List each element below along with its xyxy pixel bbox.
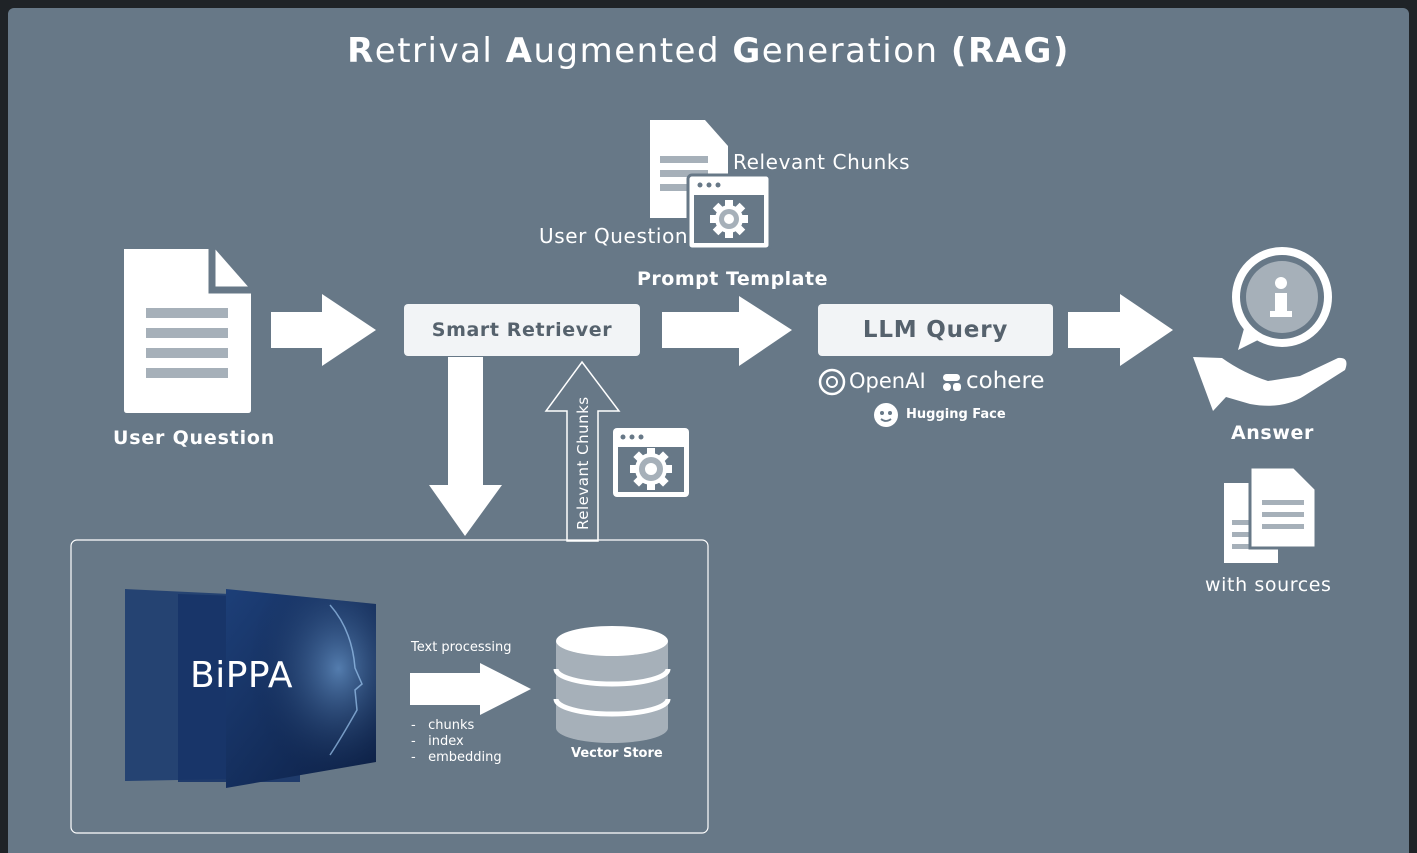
vector-store-pipeline-box — [70, 539, 709, 834]
processing-steps-list: - chunks - index - embedding — [411, 718, 502, 766]
title-word-generation: eneration — [761, 31, 951, 71]
vector-store-label: Vector Store — [571, 746, 663, 761]
text-processing-arrow — [410, 663, 531, 715]
title-initial-a: A — [505, 31, 534, 71]
cohere-label: cohere — [966, 368, 1045, 394]
hugging-face-label: Hugging Face — [906, 407, 1006, 422]
title-word-augmented: ugmented — [533, 31, 733, 71]
sources-documents-icon — [1224, 465, 1318, 563]
semantic-search-arrow — [429, 357, 502, 536]
step-embedding: embedding — [428, 750, 502, 765]
bippa-logo: BiPPA — [190, 655, 293, 696]
user-question-document-icon — [124, 249, 251, 413]
vector-store-database-icon — [553, 626, 671, 743]
cohere-logo-icon — [943, 374, 961, 391]
semantic-search-label: Semantic search — [455, 365, 473, 498]
arrow-llm-to-answer — [1068, 294, 1173, 366]
smart-retriever-box: Smart Retriever — [404, 304, 640, 356]
answer-label: Answer — [1231, 422, 1314, 444]
relevant-chunks-vertical-label: Relevant Chunks — [574, 396, 592, 530]
arrow-retriever-to-llm — [662, 296, 792, 366]
config-window-icon — [613, 428, 689, 497]
user-question-label: User Question — [113, 427, 276, 449]
processing-step: - index — [411, 734, 464, 749]
prompt-template-label: Prompt Template — [637, 268, 828, 290]
title-initial-g: G — [732, 31, 762, 71]
step-index: index — [428, 734, 464, 749]
processing-step: - chunks — [411, 718, 475, 733]
title-word-retrival: etrival — [374, 31, 506, 71]
openai-label: OpenAI — [849, 369, 926, 393]
prompt-relevant-chunks-label: Relevant Chunks — [733, 150, 911, 174]
text-processing-label: Text processing — [411, 640, 512, 655]
llm-query-box: LLM Query — [818, 304, 1053, 356]
with-sources-label: with sources — [1205, 574, 1332, 596]
prompt-user-question-label: User Question — [539, 224, 689, 248]
diagram-title: Retrival Augmented Generation (RAG) — [0, 31, 1417, 71]
title-acronym: (RAG) — [950, 31, 1070, 71]
prompt-template-icon — [650, 120, 772, 251]
answer-hand-info-icon — [1193, 247, 1347, 411]
hugging-face-logo-icon — [874, 403, 898, 427]
relevant-chunks-arrow — [544, 360, 621, 542]
bippa-layered-image — [125, 589, 376, 788]
step-chunks: chunks — [428, 718, 475, 733]
openai-logo-icon — [818, 368, 846, 396]
processing-step: - embedding — [411, 750, 502, 765]
title-initial-r: R — [347, 31, 375, 71]
arrow-question-to-retriever — [271, 294, 376, 366]
